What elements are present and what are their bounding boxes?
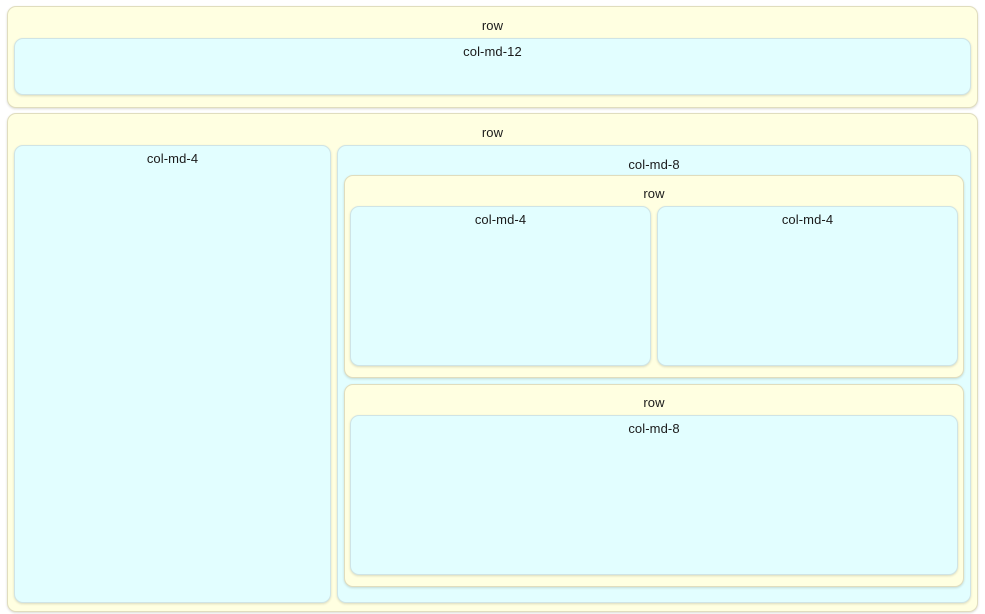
col-md-4-nested-a: col-md-4 [350, 206, 651, 366]
col-md-8-nested: col-md-8 [350, 415, 958, 575]
col-md-12-label: col-md-12 [463, 44, 522, 59]
nested-row-top: row col-md-4 col-md-4 [344, 175, 964, 378]
row-1-label: row [481, 18, 504, 33]
col-md-4-nested-a-label: col-md-4 [474, 212, 527, 227]
nested-row-bottom-label: row [643, 395, 665, 410]
nested-row-bottom: row col-md-8 [344, 384, 964, 587]
col-md-8-nested-label: col-md-8 [628, 421, 680, 436]
col-md-8-right-label: col-md-8 [628, 157, 680, 172]
col-md-4-left: col-md-4 [14, 145, 331, 603]
col-md-4-nested-b-label: col-md-4 [781, 212, 834, 227]
nested-row-top-label: row [643, 186, 665, 201]
col-md-12: col-md-12 [14, 38, 971, 95]
col-md-4-left-label: col-md-4 [146, 151, 199, 166]
nested-row-top-columns: col-md-4 col-md-4 [350, 206, 958, 366]
col-md-8-right: col-md-8 row col-md-4 col-md-4 [337, 145, 971, 603]
row-2-columns: col-md-4 col-md-8 row col-md-4 col-md-4 [14, 145, 971, 603]
row-2: row col-md-4 col-md-8 row col-md-4 [7, 113, 978, 612]
col-md-4-nested-b: col-md-4 [657, 206, 958, 366]
row-2-label: row [481, 125, 504, 140]
row-1: row col-md-12 [7, 6, 978, 108]
